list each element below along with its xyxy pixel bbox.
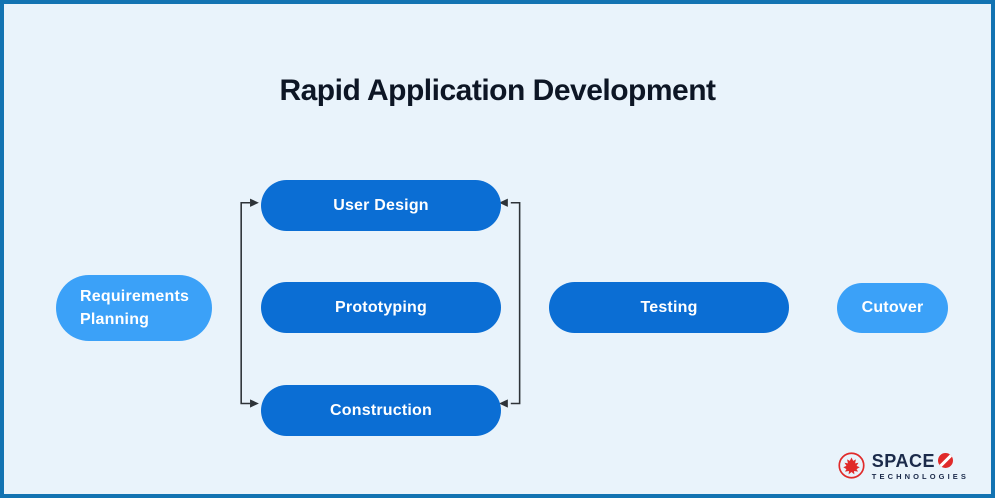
node-user-design: User Design — [261, 180, 501, 231]
node-construction-label: Construction — [330, 401, 432, 419]
node-cutover: Cutover — [837, 283, 948, 333]
logo-brand-name: SPACE — [871, 450, 935, 471]
arrowhead-left-top — [250, 198, 259, 207]
node-prototyping-label: Prototyping — [335, 298, 427, 316]
left-bracket-line — [240, 201, 251, 405]
node-construction: Construction — [261, 385, 501, 436]
node-prototyping: Prototyping — [261, 282, 501, 333]
node-cutover-label: Cutover — [861, 299, 924, 316]
maple-leaf-icon — [838, 452, 865, 479]
right-bracket-line — [510, 201, 521, 405]
spaceo-logo: SPACE TECHNOLOGIES — [838, 452, 969, 481]
arrowhead-left-bottom — [250, 399, 259, 408]
logo-text: SPACE TECHNOLOGIES — [872, 452, 969, 481]
node-testing: Testing — [549, 282, 789, 333]
node-user-design-label: User Design — [333, 196, 429, 214]
page-title: Rapid Application Development — [279, 74, 716, 107]
logo-brand-row: SPACE — [872, 452, 969, 470]
node-requirements-planning: Requirements Planning — [56, 275, 212, 341]
logo-slashed-o-icon — [937, 453, 953, 468]
logo-subtitle: TECHNOLOGIES — [871, 471, 969, 481]
node-testing-label: Testing — [640, 298, 698, 316]
node-requirements-planning-label: Requirements Planning — [80, 287, 190, 328]
